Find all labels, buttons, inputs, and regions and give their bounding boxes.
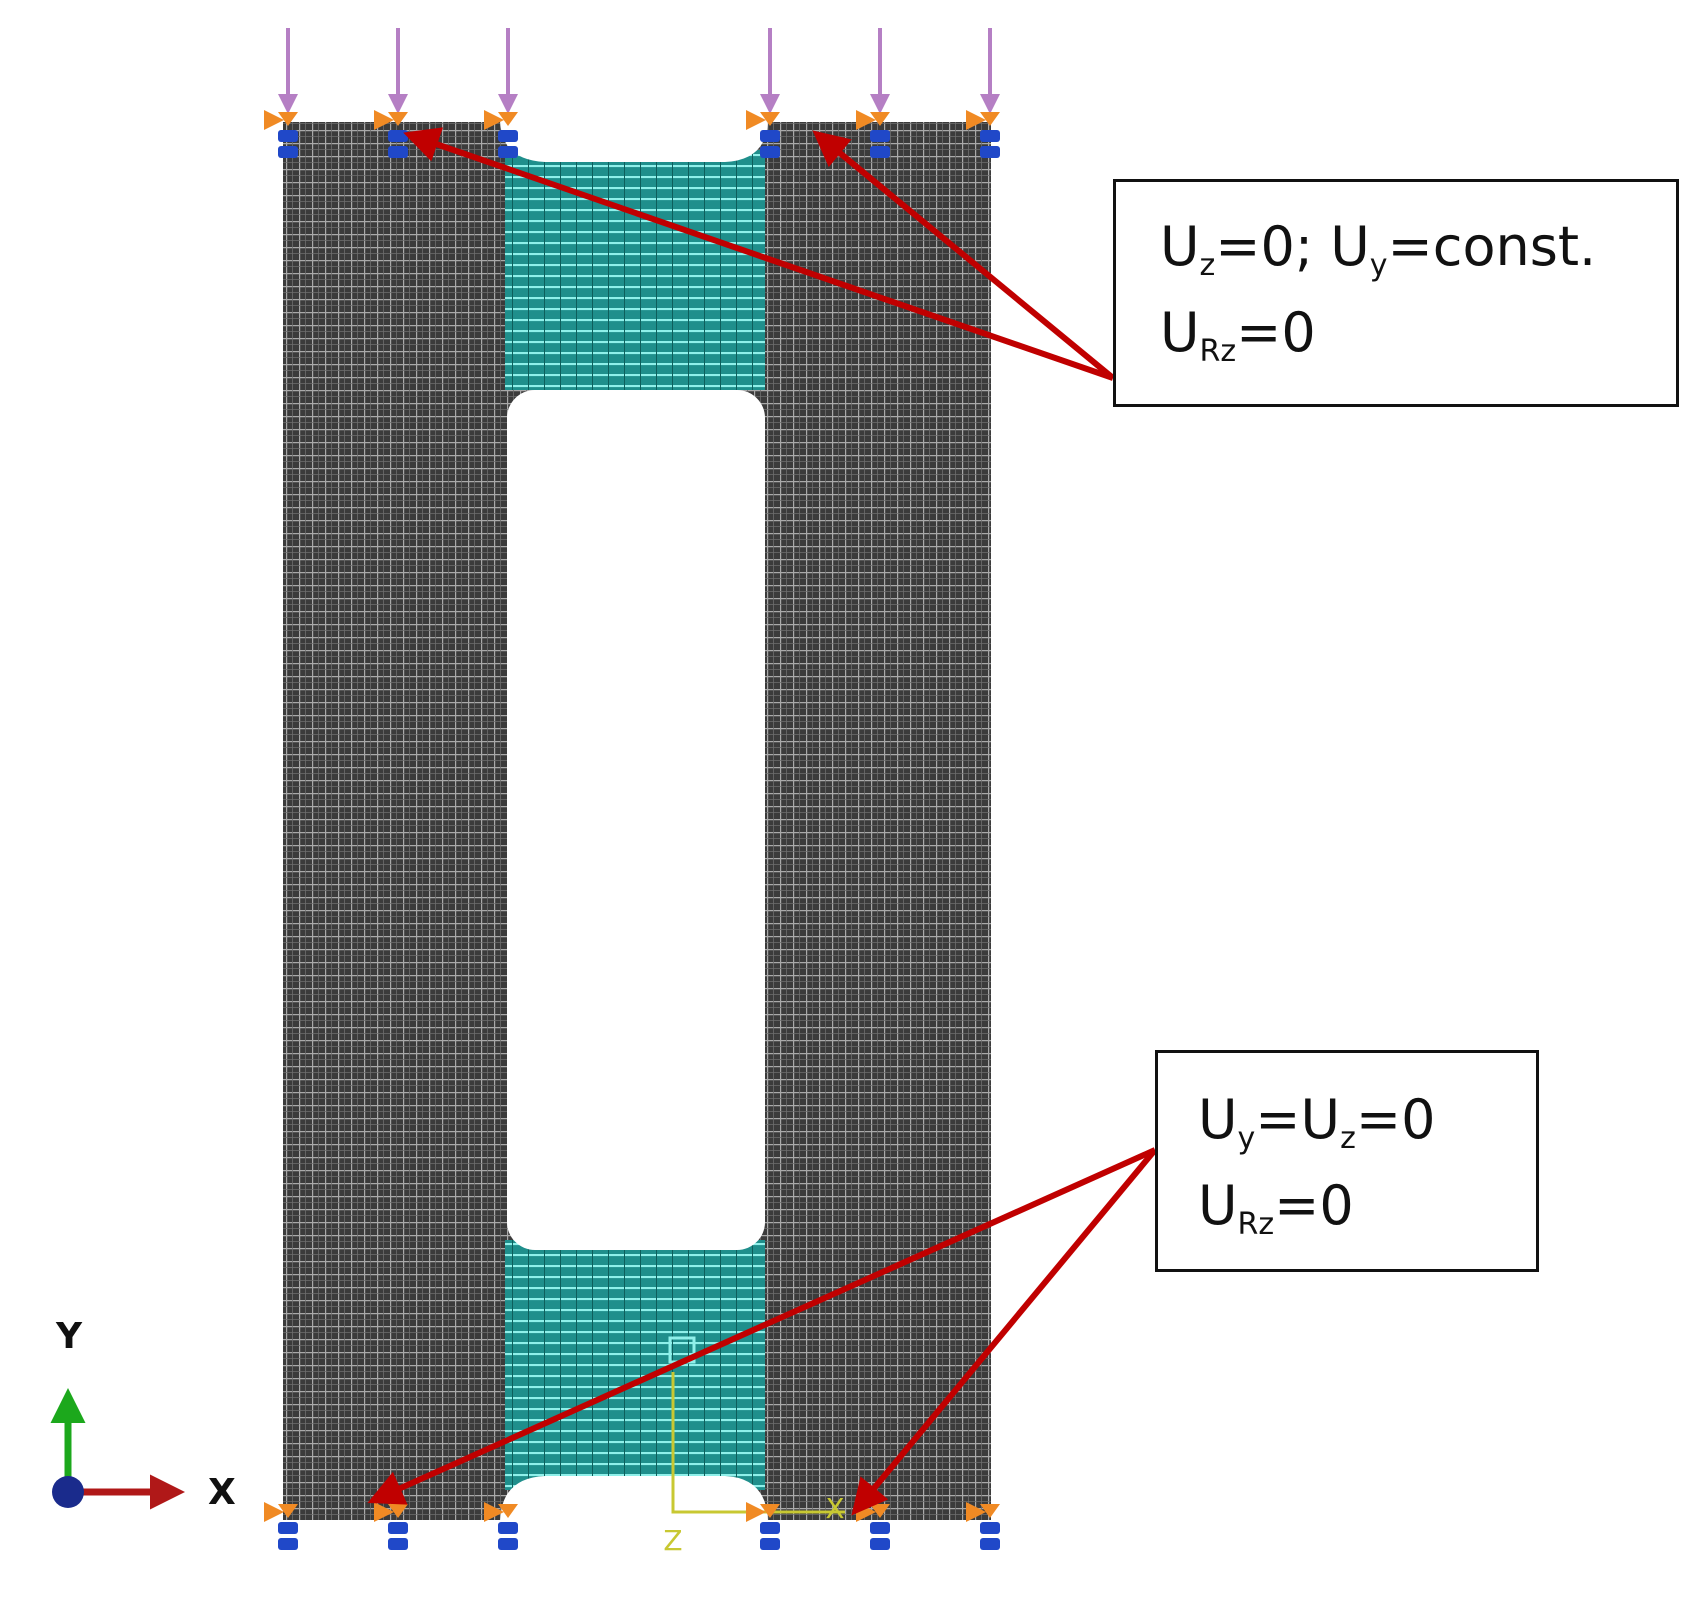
bc-bottom-symbol-icon: [374, 1502, 408, 1550]
callout-box-bottom: Uy=Uz=0 URz=0: [1155, 1050, 1539, 1272]
bc-bottom-symbol-icon: [264, 1502, 298, 1550]
arrow-bottom-right: [851, 1148, 1158, 1516]
local-csys-axes: [671, 1372, 845, 1514]
bc-bottom-symbol-icon: [484, 1502, 518, 1550]
callout-bottom-text3: =0: [1274, 1174, 1354, 1238]
callout-top-u3: U: [1160, 301, 1200, 365]
callout-bottom-line2: URz=0: [1198, 1163, 1536, 1249]
bc-top-symbol-icon: [484, 110, 518, 158]
teal-mesh-bottom: [505, 1240, 765, 1490]
load-arrow-icon: [760, 28, 780, 114]
local-csys-x-label: X: [825, 1492, 844, 1525]
callout-top-u2: U: [1330, 215, 1370, 278]
bc-top-symbol-icon: [374, 110, 408, 158]
load-arrow-icon: [498, 28, 518, 114]
callout-bottom-u2: U: [1300, 1088, 1341, 1151]
callout-bottom-sub3: Rz: [1237, 1207, 1275, 1243]
boundary-condition-symbols: [264, 110, 1000, 1550]
local-csys: Z X: [663, 1372, 845, 1557]
global-axis-triad: [50, 1388, 185, 1510]
callout-top-text1: =0;: [1215, 215, 1331, 278]
callout-box-top: Uz=0; Uy=const. URz=0: [1113, 179, 1679, 407]
callout-top-line1: Uz=0; Uy=const.: [1160, 204, 1676, 290]
local-csys-z-label: Z: [663, 1524, 682, 1557]
arrow-bottom-left: [367, 1147, 1157, 1505]
callout-top-u1: U: [1160, 215, 1200, 278]
arrow-top-right: [812, 130, 1115, 381]
callout-top-sub2: y: [1369, 248, 1388, 283]
load-arrows: [278, 28, 1000, 114]
callout-top-sub3: Rz: [1199, 334, 1237, 370]
bc-top-symbol-icon: [264, 110, 298, 158]
top-edge-notch: [500, 122, 768, 162]
callout-bottom-text1: =: [1255, 1088, 1301, 1151]
bc-top-symbol-icon: [856, 110, 890, 158]
load-arrow-icon: [278, 28, 298, 114]
bc-bottom-symbol-icon: [966, 1502, 1000, 1550]
callout-arrows: [367, 127, 1158, 1516]
specimen-plate: [283, 122, 991, 1520]
bc-top-symbol-icon: [746, 110, 780, 158]
load-arrow-icon: [870, 28, 890, 114]
callout-top-text2: =const.: [1387, 215, 1597, 278]
callout-bottom-line1: Uy=Uz=0: [1198, 1077, 1536, 1163]
callout-bottom-text2: =0: [1355, 1088, 1436, 1151]
load-arrow-icon: [980, 28, 1000, 114]
callout-top-sub1: z: [1199, 248, 1216, 283]
load-arrow-icon: [388, 28, 408, 114]
callout-bottom-sub1: y: [1237, 1121, 1256, 1156]
bc-top-symbol-icon: [966, 110, 1000, 158]
z-axis-dot-icon: [52, 1476, 84, 1508]
axis-x-label: X: [208, 1472, 236, 1513]
bc-bottom-symbol-icon: [746, 1502, 780, 1550]
bottom-edge-notch: [500, 1476, 768, 1520]
callout-bottom-u3: U: [1198, 1174, 1238, 1238]
axis-y-label: Y: [56, 1316, 83, 1357]
callout-top-text3: =0: [1236, 301, 1316, 365]
arrow-top-left: [403, 127, 1114, 381]
callout-top-line2: URz=0: [1160, 290, 1676, 376]
callout-bottom-u1: U: [1198, 1088, 1238, 1151]
callout-bottom-sub2: z: [1340, 1121, 1356, 1156]
teal-mesh-top: [505, 150, 765, 390]
central-slot: [507, 390, 765, 1250]
